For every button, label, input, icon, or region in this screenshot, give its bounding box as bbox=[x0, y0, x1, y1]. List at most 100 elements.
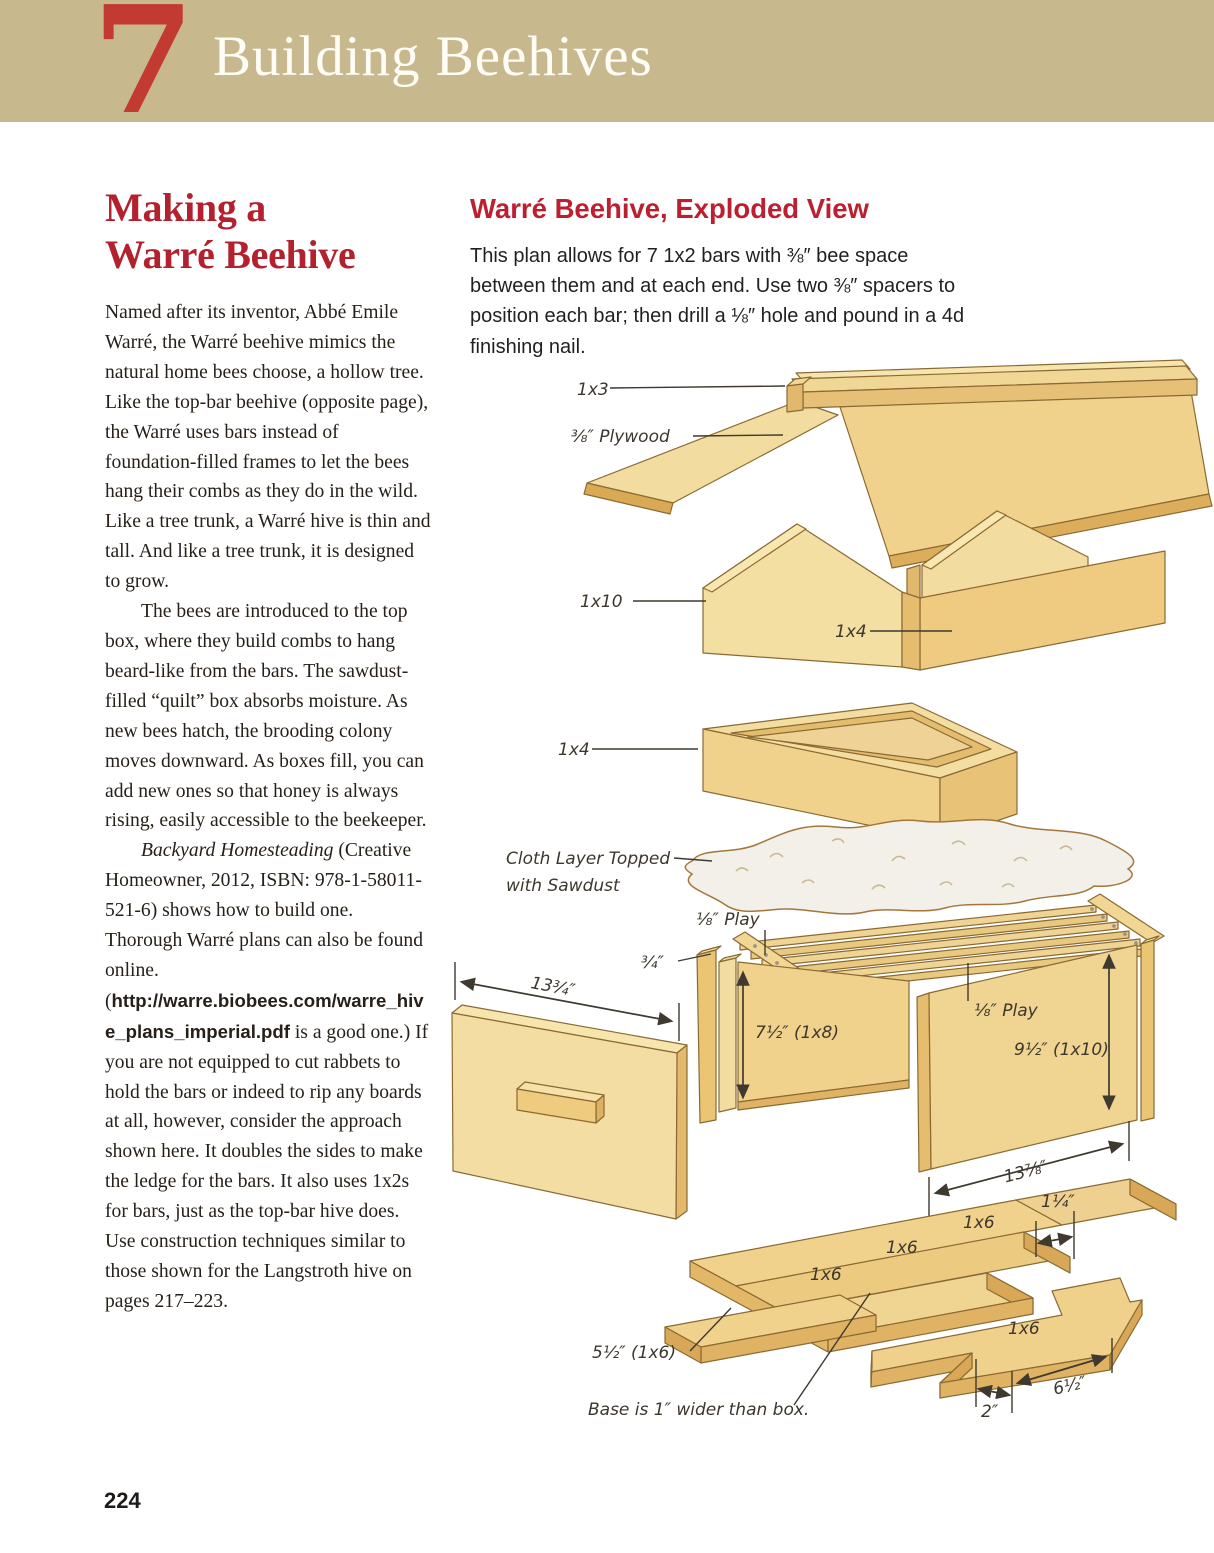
front-gable-top-edge bbox=[702, 523, 807, 593]
label-cloth-line2: with Sawdust bbox=[506, 876, 621, 896]
dim-notch bbox=[976, 1384, 1012, 1400]
side-panel-ledge bbox=[737, 1079, 910, 1111]
label-landing-board: 1x6 bbox=[1008, 1319, 1040, 1339]
paragraph-3-text: (Creative Homeowner, 2012, ISBN: 978-1-5… bbox=[105, 840, 423, 1012]
chapter-number: 7 bbox=[92, 0, 195, 147]
chapter-header-band bbox=[0, 0, 1214, 122]
landing-left-end-edge bbox=[870, 1350, 873, 1388]
base-front-edge bbox=[827, 1297, 1034, 1353]
roof-frame-assembly: 1x10 1x4 bbox=[580, 510, 1166, 671]
nail bbox=[753, 944, 757, 948]
sawdust-fleck bbox=[871, 884, 886, 890]
roof-frame-front-gable bbox=[702, 523, 903, 668]
sawdust-fleck bbox=[831, 838, 845, 844]
label-offset: 1¼″ bbox=[1041, 1192, 1075, 1212]
left-outer-board bbox=[696, 949, 717, 1124]
left-inner-board bbox=[718, 957, 737, 1113]
label-1x10: 1x10 bbox=[580, 592, 623, 612]
label-base-board-mid: 1x6 bbox=[886, 1238, 918, 1258]
label-base-board-front: 1x6 bbox=[810, 1265, 842, 1285]
label-base-note: Base is 1″ wider than box. bbox=[588, 1400, 809, 1420]
label-small-board: 5½″ (1x6) bbox=[592, 1343, 676, 1363]
label-front-width: 13¾″ bbox=[529, 973, 577, 1001]
chapter-title: Building Beehives bbox=[213, 25, 653, 88]
article-title-line1: Making a bbox=[105, 185, 266, 230]
spacer-rail-back bbox=[1087, 893, 1165, 944]
label-quilt-1x4: 1x4 bbox=[558, 740, 590, 760]
book-title-italic: Backyard Homesteading bbox=[141, 840, 334, 862]
landing-right-end-edge bbox=[1109, 1299, 1143, 1371]
article-paragraph-3: Backyard Homesteading (Creative Homeowne… bbox=[105, 836, 431, 1317]
plan-heading: Warré Beehive, Exploded View bbox=[470, 193, 869, 224]
label-plywood: ⅜″ Plywood bbox=[571, 427, 670, 447]
dim-landing-length bbox=[1015, 1354, 1108, 1386]
nail bbox=[1090, 907, 1094, 911]
label-height-1x8: 7½″ (1x8) bbox=[755, 1023, 839, 1043]
dim-front-width bbox=[459, 977, 674, 1026]
nail bbox=[1123, 932, 1127, 936]
label-three-quarter: ¾″ bbox=[641, 953, 664, 973]
sawdust-fleck bbox=[891, 855, 906, 862]
leader-small-board bbox=[689, 1307, 732, 1352]
plan-intro: This plan allows for 7 1x2 bars with ⅜″ … bbox=[470, 245, 965, 358]
handle-cleat bbox=[516, 1088, 597, 1124]
nail bbox=[1134, 941, 1138, 945]
small-board-left-edge bbox=[664, 1326, 702, 1364]
roof-left-plywood-panel bbox=[586, 400, 839, 504]
label-1x3: 1x3 bbox=[577, 380, 609, 400]
label-height-1x10: 9½″ (1x10) bbox=[1014, 1040, 1109, 1060]
sawdust-fleck bbox=[951, 840, 966, 846]
sawdust-fleck bbox=[1001, 883, 1015, 888]
cloth-with-sawdust bbox=[684, 818, 1135, 915]
front-panel-right-edge bbox=[675, 1044, 688, 1220]
quilt-box-inner-bottom bbox=[747, 717, 973, 761]
label-play-right: ⅛″ Play bbox=[974, 1001, 1039, 1021]
article-paragraph-1: Named after its inventor, Abbé Emile War… bbox=[105, 302, 431, 593]
exploded-view-diagram: 1x3 ⅜″ Plywood 1x10 1x4 1x4 bbox=[440, 355, 1214, 1470]
label-play-top: ⅛″ Play bbox=[696, 910, 761, 930]
sawdust-fleck bbox=[1059, 845, 1073, 851]
page-number: 224 bbox=[104, 1488, 141, 1513]
leader-cloth bbox=[673, 857, 713, 862]
side-panel-1x10 bbox=[928, 944, 1138, 1170]
leader-base-note bbox=[793, 1292, 871, 1406]
extension-end-edge bbox=[1129, 1178, 1177, 1221]
label-notch: 2″ bbox=[981, 1402, 999, 1422]
article-title: Making a Warré Beehive bbox=[105, 184, 431, 278]
plan-section: Warré Beehive, Exploded View This plan a… bbox=[470, 193, 1050, 362]
front-panel bbox=[451, 1004, 688, 1220]
sawdust-fleck bbox=[939, 881, 953, 886]
cloth-layer: Cloth Layer Topped with Sawdust bbox=[506, 818, 1135, 915]
back-gable-top-edge bbox=[921, 510, 1007, 570]
label-roof-frame-1x4: 1x4 bbox=[835, 622, 867, 642]
label-base-board-back: 1x6 bbox=[963, 1213, 995, 1233]
roof-assembly: 1x3 ⅜″ Plywood bbox=[571, 359, 1213, 569]
plan-url: http://warre.biobees.com/warre_hive_plan… bbox=[105, 989, 424, 1042]
dim-side-width bbox=[933, 1140, 1125, 1197]
label-side-width: 13⅞″ bbox=[1002, 1157, 1051, 1188]
paragraph-3-tail: is a good one.) If you are not equipped … bbox=[105, 1021, 429, 1312]
label-cloth-line1: Cloth Layer Topped bbox=[506, 849, 670, 869]
leader-three-quarter bbox=[677, 953, 712, 962]
ridge-endcap-front bbox=[786, 383, 804, 413]
leader-1x3 bbox=[609, 385, 786, 389]
quilt-box-front-right-wall bbox=[939, 751, 1018, 841]
hive-box-assembly: 13¾″ ⅛″ Play ¾″ 7½″ (1x8) ⅛″ Play 9½″ (1… bbox=[451, 893, 1165, 1220]
sawdust-fleck bbox=[801, 879, 815, 884]
sawdust-fleck bbox=[1013, 856, 1028, 862]
article-left-column: Making a Warré Beehive Named after its i… bbox=[105, 184, 431, 1317]
sawdust-fleck bbox=[769, 852, 784, 858]
roof-left-panel-edge bbox=[583, 482, 674, 515]
nail bbox=[1101, 915, 1105, 919]
top-bar bbox=[739, 904, 1097, 951]
dim-offset bbox=[1036, 1232, 1074, 1248]
base-assembly: 1x6 1x6 1x6 1¼″ 1x6 2″ 6½″ 5½″ (1x6) Bas… bbox=[588, 1178, 1177, 1422]
right-outer-board bbox=[1140, 939, 1155, 1122]
article-paragraph-2: The bees are introduced to the top box, … bbox=[105, 601, 427, 832]
nail bbox=[1112, 924, 1116, 928]
top-bar bbox=[750, 913, 1108, 960]
quilt-box-assembly: 1x4 bbox=[558, 702, 1018, 841]
leader-plywood bbox=[692, 434, 784, 437]
article-title-line2: Warré Beehive bbox=[105, 232, 356, 277]
